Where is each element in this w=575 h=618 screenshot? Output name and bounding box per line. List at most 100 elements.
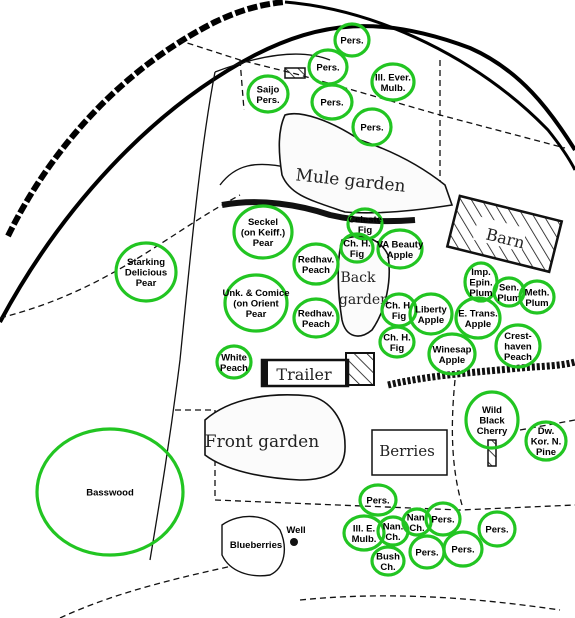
tree-label: Redhav. <box>298 308 334 319</box>
tree-label: Wild <box>482 405 502 416</box>
tree-outline <box>342 514 386 552</box>
tree-outline <box>292 297 340 339</box>
tree-label: Pers. <box>320 98 343 109</box>
tree-label: (on Orient <box>233 299 279 310</box>
tree-outline <box>492 276 526 308</box>
tree-label: Pine <box>536 447 556 458</box>
tree-label: Peach <box>302 265 330 276</box>
tree-outline <box>477 510 517 548</box>
tree: Pers. <box>307 48 349 86</box>
tree: Nan.Ch. <box>401 507 433 537</box>
tree: Imp.Epin.Plum <box>463 261 499 303</box>
tree-label: Fig <box>390 343 404 354</box>
tree-outline <box>376 228 424 270</box>
tree-label: Pear <box>246 309 267 320</box>
tree-label: Plum <box>469 288 492 299</box>
tree: Seckel(on Keiff.)Pear <box>232 204 294 260</box>
tree-label: VA Beauty <box>377 239 424 250</box>
tree-outline <box>310 83 354 121</box>
tree-label: Kor. N. <box>531 437 562 448</box>
tree-outline <box>358 483 398 517</box>
tree-outline <box>351 107 393 147</box>
tree-label: Ch. <box>380 562 395 573</box>
tree: Pers. <box>408 534 446 570</box>
tree-label: Delicious <box>125 268 167 279</box>
tree-label: Bush <box>376 551 400 562</box>
tree-outline <box>408 292 454 336</box>
tree-label: Crest- <box>504 331 531 342</box>
tree-outline <box>215 344 253 380</box>
tree-label: Nan. <box>383 521 404 532</box>
tree-label: Starking <box>127 257 165 268</box>
tree-outline <box>232 204 294 260</box>
tree-outline <box>454 296 502 340</box>
trailer-shed <box>345 352 375 386</box>
tree-label: Winesap <box>433 344 472 355</box>
tree: Redhav.Peach <box>292 297 340 339</box>
tree-outline <box>339 232 375 264</box>
small-shed <box>284 67 306 79</box>
mule-garden-bed <box>278 112 454 214</box>
cherry-post <box>487 439 497 467</box>
tree-outline <box>370 62 416 102</box>
tree-outline <box>427 332 477 376</box>
tree: E. Trans.Apple <box>454 296 502 340</box>
tree-label: Ill. E. <box>353 523 375 534</box>
tree-label: Pers. <box>415 548 438 559</box>
tree-label: Peach <box>302 319 330 330</box>
tree-label: Unk. & Comice <box>222 288 289 299</box>
tree: Pers. <box>333 22 371 58</box>
barn-label-box <box>472 216 528 252</box>
tree-label: Meth. <box>525 287 550 298</box>
tree: Ch. H.Fig <box>339 232 375 264</box>
blueberries-bed <box>221 515 286 577</box>
tree-outline <box>401 507 433 537</box>
berries-label: Berries <box>379 442 435 460</box>
tree-label: Sen. <box>499 282 519 293</box>
tree-layer: Pers.Pers.Ill. Ever.Mulb.SaijoPers.Pers.… <box>35 22 568 577</box>
tree-label: Mulb. <box>381 83 406 94</box>
tree-label: Pers. <box>366 496 389 507</box>
berries-bed <box>371 429 448 476</box>
tree-label: Plum <box>525 298 548 309</box>
tree-label: (on Keiff.) <box>241 228 285 239</box>
tree-label: Pers. <box>360 123 383 134</box>
tree-label: Apple <box>387 250 413 261</box>
tree: Basswood <box>35 427 185 557</box>
tree-outline <box>292 242 340 286</box>
front-garden-bed <box>204 394 346 481</box>
back-garden-label-line2: garden <box>339 292 389 308</box>
tree-label: Plum <box>497 293 520 304</box>
tree-outline <box>35 427 185 557</box>
tree-outline <box>518 279 556 315</box>
tree: Pers. <box>424 501 462 537</box>
tree-label: Redhav. <box>298 254 334 265</box>
tree-outline <box>346 207 384 241</box>
blueberries-label: Blueberries <box>230 540 282 551</box>
tree-label: Celeste <box>348 214 382 225</box>
tree-label: Ch. H. <box>385 300 412 311</box>
tree-label: Pers. <box>340 36 363 47</box>
tree-label: White <box>221 352 247 363</box>
tree-label: Apple <box>465 319 491 330</box>
well-marker <box>290 538 298 546</box>
trailer-label: Trailer <box>276 365 332 384</box>
tree-label: Saijo <box>257 84 280 95</box>
tree-label: Dw. <box>538 426 555 437</box>
tree: Ch. H.Fig <box>378 325 416 359</box>
tree: Redhav.Peach <box>292 242 340 286</box>
tree-outline <box>223 273 289 333</box>
trailer-hitch <box>262 360 268 386</box>
tree-label: Basswood <box>86 488 134 499</box>
tree-outline <box>524 420 568 462</box>
